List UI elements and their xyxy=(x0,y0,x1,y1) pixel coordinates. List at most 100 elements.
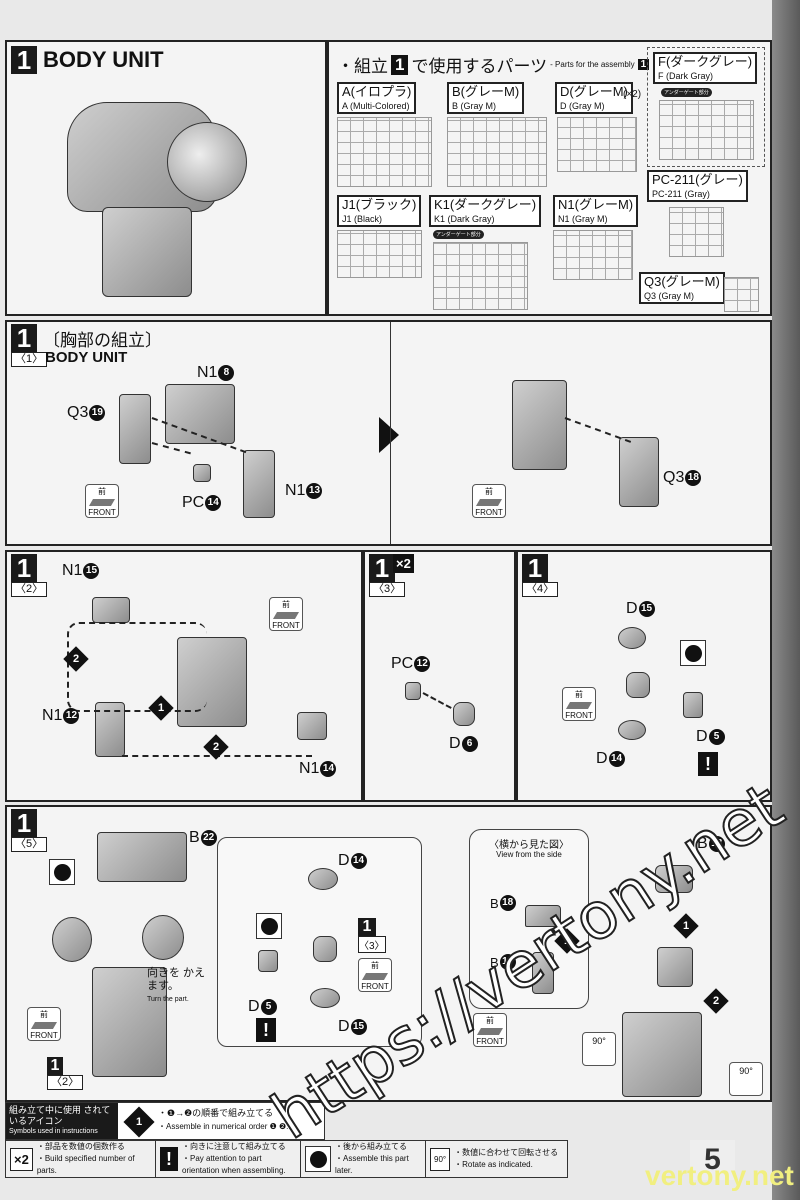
assemble-later-icon xyxy=(680,640,706,666)
q3-part-19 xyxy=(119,394,151,464)
scan-edge xyxy=(772,0,800,1200)
turn-part-note: 向きを かえます。Turn the part. xyxy=(147,967,206,1003)
reference-step-box: 1〈3〉 xyxy=(358,918,386,953)
assemble-later-icon xyxy=(49,859,75,885)
d-joint xyxy=(313,936,337,962)
runner-label-b: B(グレーM)B (Gray M) xyxy=(447,82,525,114)
step-title-en: BODY UNIT xyxy=(45,349,128,366)
runner-label-q3: Q3(グレーM)Q3 (Gray M) xyxy=(639,272,725,304)
under-gate-badge: アンダーゲート部分 xyxy=(661,88,712,97)
d-part-15 xyxy=(618,627,646,649)
b-part-22 xyxy=(97,832,187,882)
reference-substep: 〈2〉 xyxy=(47,1075,84,1090)
legend-item-later: ・後から組み立てる・Assemble this part later. xyxy=(301,1141,426,1177)
runner-pc211 xyxy=(669,207,724,257)
b-part-18 xyxy=(655,865,693,893)
d-part-14 xyxy=(618,720,646,740)
d-part-15 xyxy=(310,988,340,1008)
order-icon: 1 xyxy=(123,1106,155,1138)
n1-part-13 xyxy=(243,450,275,518)
order-marker: 1 xyxy=(673,913,699,939)
runner-b xyxy=(447,117,547,187)
runner-n1 xyxy=(553,230,633,280)
orientation-warning-icon: ! xyxy=(698,752,718,776)
legend-item-rotate: 90°・数値に合わせて回転させる・Rotate as indicated. xyxy=(426,1141,567,1177)
side-view-title-en: View from the side xyxy=(496,850,562,859)
multiplier-badge: ×2 xyxy=(393,554,414,573)
legend-item-multiply: ×2・部品を数値の個数作る・Build specified number of … xyxy=(6,1141,156,1177)
heading-jp: ・組立 xyxy=(337,57,388,76)
assembly-guide-line xyxy=(422,692,452,709)
body-unit-overview-panel: 1 BODY UNIT xyxy=(5,40,327,316)
substep-number: 〈3〉 xyxy=(369,582,406,597)
b-part-18 xyxy=(525,905,561,927)
rotate-icon: 90° xyxy=(582,1032,616,1066)
divider xyxy=(390,322,391,544)
shoulder-joint-right xyxy=(142,915,184,960)
n1-part-15 xyxy=(92,597,130,623)
heading-step-2: 1 xyxy=(637,59,650,70)
rotate-icon: 90° xyxy=(430,1147,451,1171)
assembly-guide-line xyxy=(564,417,632,443)
step-title-jp: 〔胸部の組立〕 xyxy=(43,331,162,350)
parts-list-panel: ・組立 1 で使用するパーツ - Parts for the assembly … xyxy=(327,40,772,316)
b-part-19 xyxy=(657,947,693,987)
runner-k1 xyxy=(433,242,528,310)
step-number: 1 xyxy=(11,46,37,74)
side-view-title-jp: 〈横から見た図〉 xyxy=(489,840,569,851)
d-part-5 xyxy=(258,950,278,972)
heading-suffix: で使用するパーツ xyxy=(411,57,548,76)
d-joint xyxy=(626,672,650,698)
d-part-5 xyxy=(683,692,703,718)
b-part-19 xyxy=(532,952,554,994)
page-number: 5 xyxy=(690,1140,735,1180)
runner-f xyxy=(659,100,754,160)
step-number: 1 xyxy=(369,554,395,582)
heading-step: 1 xyxy=(391,54,409,75)
order-marker: 2 xyxy=(63,646,89,672)
d-part-14 xyxy=(308,868,338,890)
runner-label-n1: N1(グレーM)N1 (Gray M) xyxy=(553,195,639,227)
assembled-chest xyxy=(512,380,567,470)
step-number: 1 xyxy=(11,324,37,352)
parts-list-heading: ・組立 1 で使用するパーツ - Parts for the assembly … xyxy=(337,52,650,77)
rotate-icon: 90° xyxy=(729,1062,763,1096)
substep-number: 〈2〉 xyxy=(11,582,48,597)
orientation-warning-icon: ! xyxy=(256,1018,276,1042)
shoulder-joint-left xyxy=(52,917,92,962)
order-marker: 2 xyxy=(703,988,729,1014)
assembly-guide-line xyxy=(67,622,207,712)
substep-number: 〈1〉 xyxy=(11,352,48,367)
section-title: BODY UNIT xyxy=(43,47,164,72)
next-arrow-icon xyxy=(379,417,399,453)
substep-number: 〈4〉 xyxy=(522,582,559,597)
n1-part-14 xyxy=(297,712,327,740)
runner-d xyxy=(557,117,637,172)
watermark-corner: vertony.net xyxy=(645,1160,794,1191)
order-marker: 2 xyxy=(203,734,229,760)
d-part-6 xyxy=(453,702,475,726)
